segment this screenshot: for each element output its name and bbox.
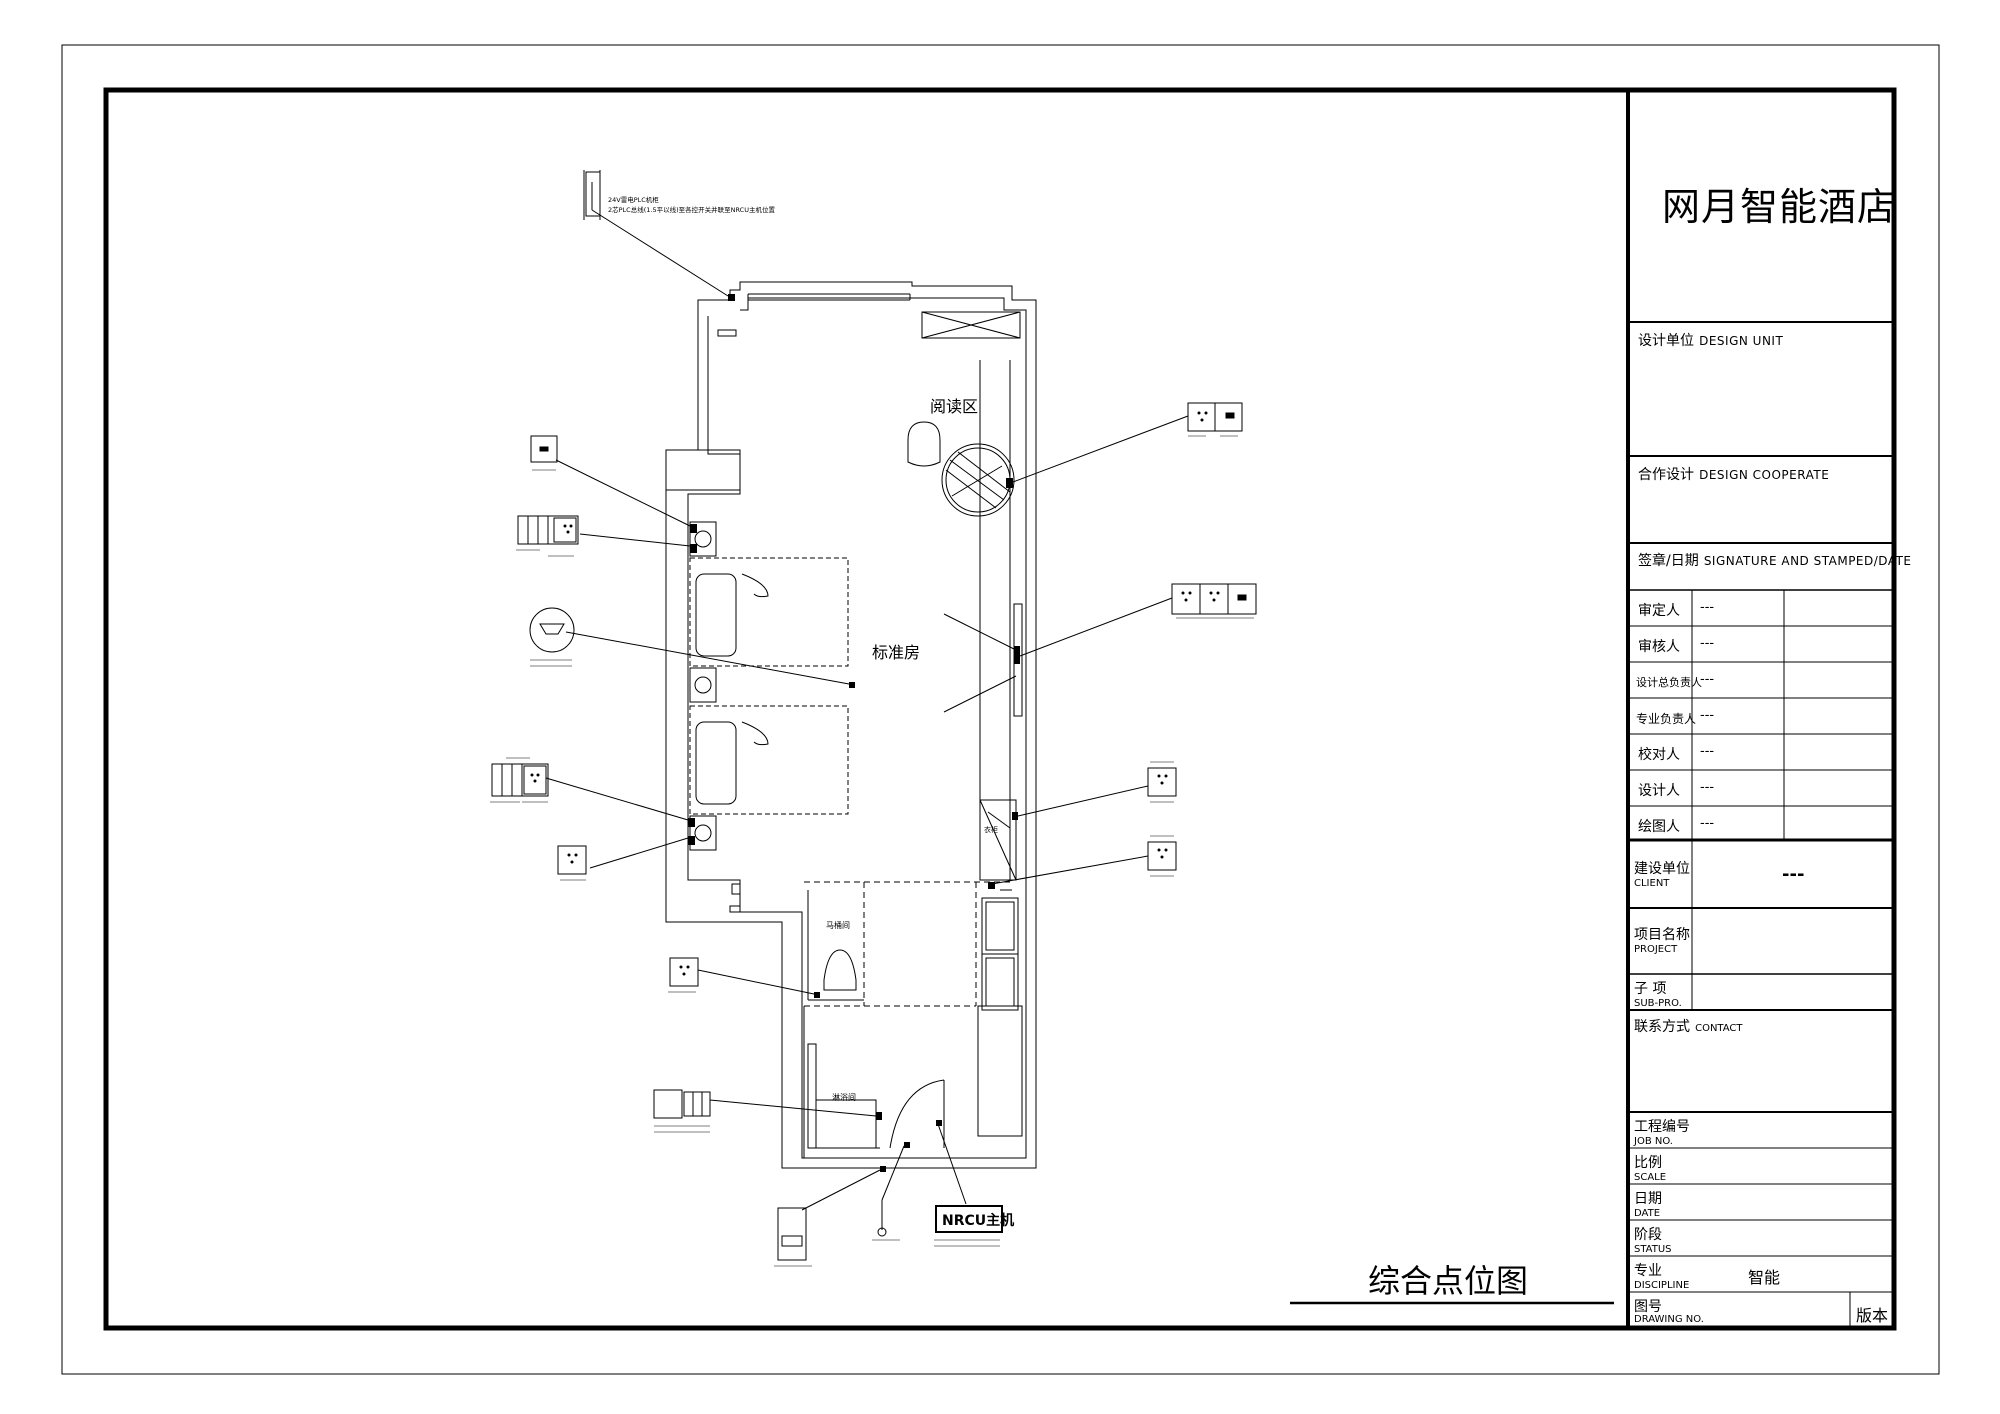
role-label: 设计总负责人 [1636, 676, 1702, 689]
socket-glyphs [530, 411, 1220, 976]
status-en: STATUS [1634, 1244, 1672, 1255]
annotation-hairlines [490, 435, 1254, 1267]
project-label-en: PROJECT [1634, 944, 1678, 955]
project-label-cn: 项目名称 [1634, 927, 1690, 943]
date-cn: 日期 [1634, 1191, 1662, 1207]
floor-plan [665, 281, 1037, 1169]
subproject-label-cn: 子 项 [1634, 981, 1667, 997]
plc-cabinet-symbol [583, 170, 601, 220]
status-cn: 阶段 [1634, 1227, 1662, 1243]
design-unit-cn: 设计单位 [1638, 333, 1694, 349]
role-value: --- [1700, 780, 1715, 795]
client-label-cn: 建设单位 [1634, 861, 1690, 877]
role-label: 专业负责人 [1636, 712, 1697, 726]
role-value: --- [1700, 600, 1715, 615]
room-label-shower: 淋浴间 [832, 1092, 856, 1102]
scale-cn: 比例 [1634, 1155, 1662, 1171]
room-label-closet: 衣柜 [984, 825, 998, 834]
design-cooperate-en: DESIGN COOPERATE [1699, 468, 1830, 482]
design-cooperate-cn: 合作设计 [1638, 467, 1694, 483]
role-value: --- [1700, 636, 1715, 651]
left-device-symbols [491, 435, 887, 1261]
contact-field: 联系方式 CONTACT [1634, 1016, 1743, 1036]
design-unit-en: DESIGN UNIT [1699, 334, 1784, 348]
signature-en: SIGNATURE AND STAMPED/DATE [1703, 554, 1912, 568]
discipline-value: 智能 [1748, 1268, 1781, 1287]
drawing-title: 综合点位图 [1368, 1262, 1529, 1300]
device-markers [688, 294, 1020, 1172]
sheet-inner-border [103, 87, 1897, 1331]
version-label: 版本 [1856, 1306, 1889, 1325]
role-value: --- [1700, 672, 1715, 687]
job-no-cn: 工程编号 [1634, 1119, 1690, 1135]
design-cooperate-field: 合作设计 DESIGN COOPERATE [1638, 464, 1829, 484]
design-unit-field: 设计单位 DESIGN UNIT [1638, 330, 1783, 350]
date-en: DATE [1634, 1208, 1661, 1219]
room-label-standard: 标准房 [872, 643, 920, 662]
contact-en: CONTACT [1695, 1023, 1743, 1034]
role-value: --- [1700, 744, 1715, 759]
role-label: 校对人 [1638, 747, 1680, 763]
job-no-en: JOB NO. [1634, 1136, 1673, 1147]
client-value: --- [1782, 864, 1805, 885]
discipline-cn: 专业 [1634, 1263, 1662, 1279]
discipline-en: DISCIPLINE [1634, 1280, 1690, 1291]
contact-cn: 联系方式 [1634, 1019, 1690, 1035]
title-block-frame [1626, 90, 1894, 1328]
nrcu-label: NRCU主机 [942, 1212, 1014, 1229]
right-device-symbols [1147, 402, 1257, 871]
plc-note-line2: 2芯PLC总线(1.5平以线)至各控开关并联至NRCU主机位置 [608, 205, 775, 214]
role-label: 设计人 [1638, 783, 1680, 799]
sheet-outer-border [61, 44, 1940, 1375]
signature-cn: 签章/日期 [1638, 553, 1699, 569]
role-label: 绘图人 [1638, 819, 1680, 835]
company-name: 网月智能酒店 [1662, 185, 1897, 229]
room-label-reading: 阅读区 [930, 397, 978, 416]
drawing-no-cn: 图号 [1634, 1299, 1662, 1315]
subproject-label-en: SUB-PRO. [1634, 998, 1682, 1009]
role-value: --- [1700, 816, 1715, 831]
drawing-no-en: DRAWING NO. [1634, 1314, 1704, 1325]
plc-note-line1: 24V雷电PLC机柜 [608, 195, 659, 204]
client-label-en: CLIENT [1634, 878, 1670, 889]
role-label: 审定人 [1638, 603, 1680, 619]
role-value: --- [1700, 708, 1715, 723]
nrcu-box [935, 1205, 1003, 1233]
role-label: 审核人 [1638, 639, 1680, 655]
signature-field: 签章/日期 SIGNATURE AND STAMPED/DATE [1638, 550, 1912, 570]
room-label-toilet: 马桶间 [826, 920, 850, 930]
scale-en: SCALE [1634, 1172, 1667, 1183]
leader-lines [545, 209, 1189, 1211]
